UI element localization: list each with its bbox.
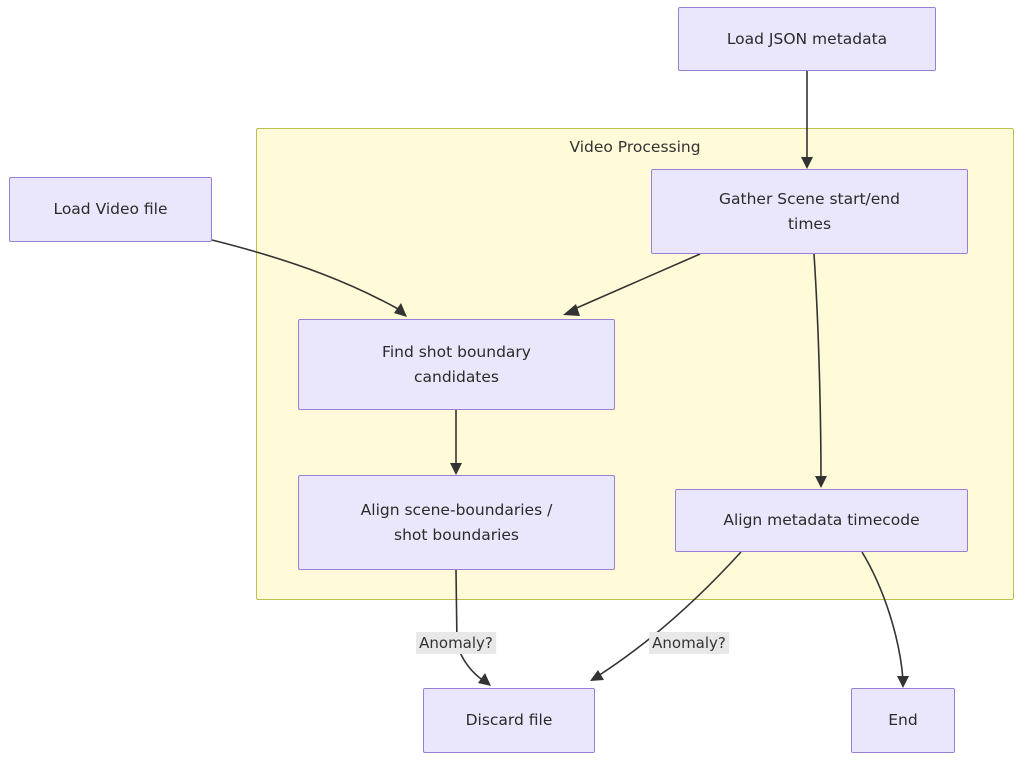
node-label-line: shot boundaries xyxy=(394,525,519,544)
edge-align-scene-to-discard-arrowhead xyxy=(478,673,491,686)
node-label-line: Find shot boundary xyxy=(382,343,531,362)
node-label-align-metadata-timecode: Align metadata timecode xyxy=(684,508,959,532)
node-label-line: Align scene-boundaries / xyxy=(360,501,553,520)
node-label-align-scene-shot-boundaries: Align scene-boundaries / shot boundaries xyxy=(307,498,606,546)
node-label-line: End xyxy=(888,711,918,730)
node-label-load-video-file: Load Video file xyxy=(18,197,203,221)
edge-label-edge-align-scene-to-discard: Anomaly? xyxy=(416,632,496,655)
node-align-metadata-timecode[interactable]: Align metadata timecode xyxy=(675,489,968,552)
node-load-json-metadata[interactable]: Load JSON metadata xyxy=(678,7,936,71)
subgraph-label-video-processing: Video Processing xyxy=(569,138,701,156)
node-label-line: Load JSON metadata xyxy=(726,29,888,48)
node-label-line: times xyxy=(787,214,832,233)
node-label-line: candidates xyxy=(413,367,499,386)
node-load-video-file[interactable]: Load Video file xyxy=(9,177,212,242)
edge-label-edge-align-metadata-to-discard: Anomaly? xyxy=(649,632,729,655)
node-label-line: Load Video file xyxy=(53,200,168,219)
node-align-scene-shot-boundaries[interactable]: Align scene-boundaries / shot boundaries xyxy=(298,475,615,570)
node-label-end: End xyxy=(860,708,946,732)
node-label-line: Discard file xyxy=(465,711,553,730)
node-label-load-json-metadata: Load JSON metadata xyxy=(687,27,927,51)
node-label-discard-file: Discard file xyxy=(432,708,586,732)
node-find-shot-boundary-candidates[interactable]: Find shot boundary candidates xyxy=(298,319,615,410)
node-label-line: Align metadata timecode xyxy=(723,511,920,530)
node-label-line: Gather Scene start/end xyxy=(719,190,900,209)
node-gather-scene-times[interactable]: Gather Scene start/end times xyxy=(651,169,968,254)
node-label-gather-scene-times: Gather Scene start/end times xyxy=(660,187,959,235)
edge-align-metadata-to-discard-arrowhead xyxy=(590,670,604,681)
node-end[interactable]: End xyxy=(851,688,955,753)
node-discard-file[interactable]: Discard file xyxy=(423,688,595,753)
edge-align-metadata-to-end-arrowhead xyxy=(897,676,909,688)
node-label-find-shot-boundary-candidates: Find shot boundary candidates xyxy=(307,340,606,388)
